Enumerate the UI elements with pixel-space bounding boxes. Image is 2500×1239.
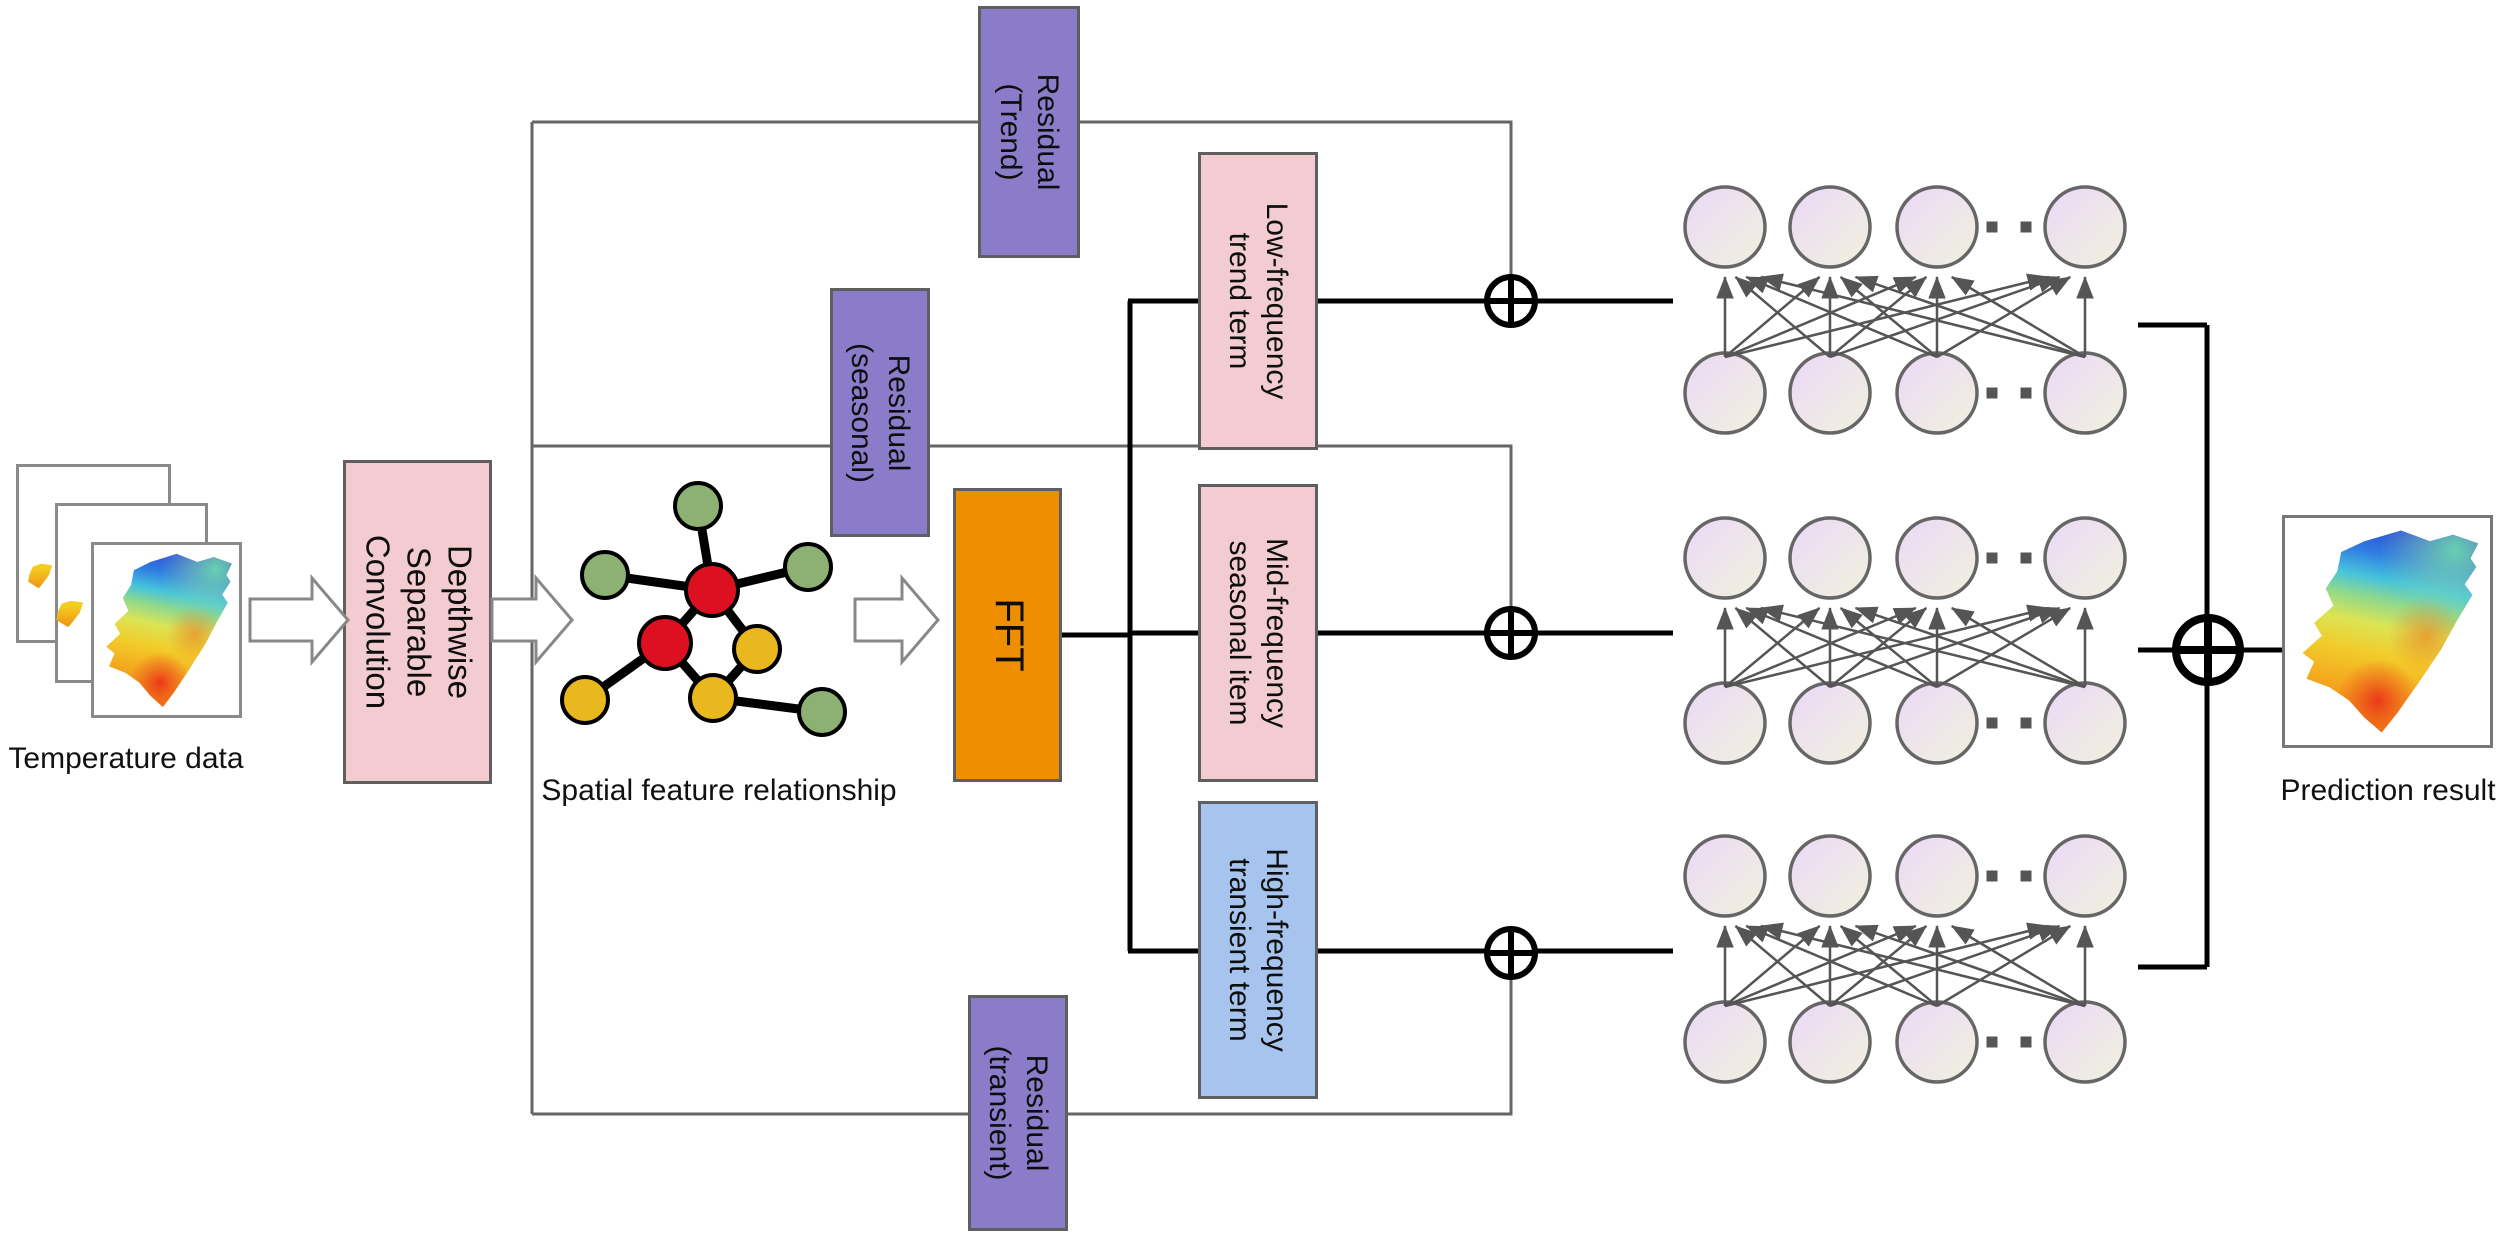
net3-neuron: [1683, 1000, 1767, 1084]
net1-neuron: [1683, 351, 1767, 435]
flow-arrow-icon: [248, 573, 350, 667]
net1-neuron: [1788, 351, 1872, 435]
graph-node-green: [797, 687, 847, 737]
net2-connection-arrow: [1760, 604, 2086, 689]
graph-node-green: [783, 542, 833, 592]
net2-neuron: [1895, 681, 1979, 765]
net1-connection-arrow: [1936, 275, 2072, 359]
net3-neuron: [1895, 1000, 1979, 1084]
net3-connection-arrow: [1936, 924, 2072, 1008]
residual-transient-line: [532, 977, 1513, 1116]
net3-connection-arrow: [1734, 925, 1831, 1007]
net1-neuron: [1788, 185, 1872, 269]
net3-neuron: [1788, 834, 1872, 918]
net2-ellipsis-dot: [1986, 717, 1998, 729]
net3-connection-arrow: [1724, 925, 1821, 1007]
net3-connection-arrow: [1724, 924, 1917, 1008]
graph-node-green: [673, 481, 723, 531]
net1-neuron: [1683, 185, 1767, 269]
net1-connection-arrow: [1950, 275, 2086, 359]
graph-node-green: [580, 550, 630, 600]
net3-ellipsis-dot: [2020, 870, 2032, 882]
prediction-caption: Prediction result: [2280, 774, 2496, 807]
net2-neuron: [1683, 681, 1767, 765]
spatial-feature-caption: Spatial feature relationship: [541, 774, 897, 807]
net2-connection-arrow: [1724, 606, 1917, 689]
net3-connection-arrow: [1854, 924, 2086, 1008]
net1-neuron: [1895, 351, 1979, 435]
net1-neuron: [2043, 185, 2127, 269]
temperature-caption: Temperature data: [8, 742, 244, 775]
residual-transient-box: Residual (transient): [968, 995, 1068, 1231]
temperature-image-frame: [91, 542, 242, 718]
residual-trend-box: Residual (Trend): [978, 6, 1080, 258]
net1-connection-arrow: [1724, 275, 1917, 359]
net1-ellipsis-dot: [1986, 221, 1998, 233]
prediction-image-frame: [2282, 515, 2493, 748]
net3-neuron: [1895, 834, 1979, 918]
net2-ellipsis-dot: [2020, 717, 2032, 729]
net1-neuron: [2043, 351, 2127, 435]
net2-neuron: [2043, 681, 2127, 765]
residual-seasonal-box: Residual (seasonal): [830, 288, 930, 537]
net2-connection-arrow: [1734, 607, 1831, 688]
net3-neuron: [2043, 1000, 2127, 1084]
graph-node-yellow: [560, 675, 610, 725]
net3-ellipsis-dot: [1986, 870, 1998, 882]
fft-box: FFT: [953, 488, 1062, 782]
net2-connection-arrow: [1936, 606, 2072, 689]
net3-connection-arrow: [1950, 924, 2086, 1008]
net2-connection-arrow: [1829, 606, 2061, 689]
flow-arrow-icon: [853, 573, 940, 667]
mid-frequency-seasonal-box: Mid-frequency seasonal item: [1198, 484, 1318, 782]
net2-neuron: [2043, 516, 2127, 600]
net1-connection-arrow: [1734, 276, 1831, 358]
net3-ellipsis-dot: [1986, 1036, 1998, 1048]
net3-neuron: [1788, 1000, 1872, 1084]
net1-ellipsis-dot: [1986, 387, 1998, 399]
net2-connection-arrow: [1950, 606, 2086, 689]
graph-node-yellow: [688, 673, 738, 723]
net3-connection-arrow: [1829, 924, 2061, 1008]
net2-connection-arrow: [1854, 606, 2086, 689]
net2-ellipsis-dot: [1986, 552, 1998, 564]
net2-connection-arrow: [1724, 607, 1821, 688]
net2-neuron: [1683, 516, 1767, 600]
net3-connection-arrow: [1829, 925, 1928, 1007]
net2-neuron: [1788, 516, 1872, 600]
low-frequency-trend-box: Low-frequency trend term: [1198, 152, 1318, 450]
flow-arrow-icon: [490, 573, 574, 667]
high-frequency-transient-box: High-frequency transient term: [1198, 801, 1318, 1099]
net1-connection-arrow: [1760, 273, 2086, 359]
net1-ellipsis-dot: [2020, 387, 2032, 399]
net3-neuron: [2043, 834, 2127, 918]
graph-node-red: [637, 615, 693, 671]
graph-node-yellow: [732, 624, 782, 674]
graph-node-red: [684, 562, 740, 618]
net1-neuron: [1895, 185, 1979, 269]
net3-neuron: [1683, 834, 1767, 918]
net2-ellipsis-dot: [2020, 552, 2032, 564]
net1-connection-arrow: [1829, 275, 2061, 359]
residual-trend-line: [532, 120, 1513, 277]
net1-connection-arrow: [1854, 275, 2086, 359]
net1-connection-arrow: [1724, 276, 1821, 358]
net1-ellipsis-dot: [2020, 221, 2032, 233]
net2-connection-arrow: [1829, 607, 1928, 688]
net3-connection-arrow: [1760, 922, 2086, 1008]
net2-neuron: [1895, 516, 1979, 600]
net2-neuron: [1788, 681, 1872, 765]
net1-connection-arrow: [1829, 276, 1928, 358]
net3-ellipsis-dot: [2020, 1036, 2032, 1048]
